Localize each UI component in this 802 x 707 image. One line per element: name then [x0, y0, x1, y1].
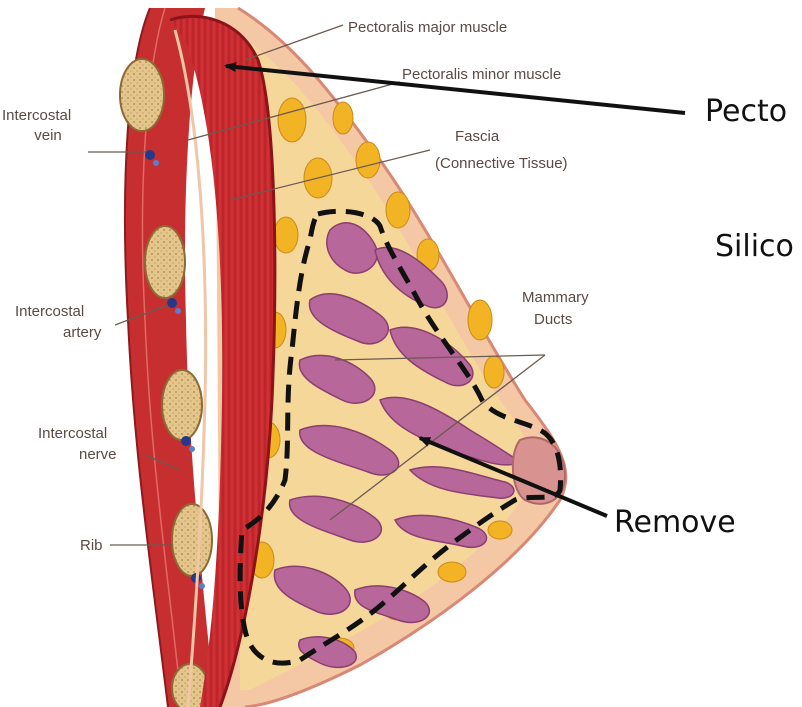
label-fascia-subtitle: (Connective Tissue) — [435, 155, 568, 172]
label-intercostal-artery-2: artery — [63, 324, 102, 341]
label-fascia: Fascia — [455, 128, 500, 145]
label-ducts: Ducts — [534, 311, 572, 328]
label-rib: Rib — [80, 537, 103, 554]
label-pectoralis-minor: Pectoralis minor muscle — [402, 66, 561, 83]
callout-silicone: Silico — [715, 229, 794, 264]
label-intercostal-vein-2: vein — [34, 127, 62, 144]
callout-pectoralis: Pecto — [705, 94, 787, 129]
label-mammary: Mammary — [522, 289, 589, 306]
label-intercostal-vein: Intercostal — [2, 107, 71, 124]
callout-remove: Remove — [614, 505, 736, 540]
label-intercostal-artery: Intercostal — [15, 303, 84, 320]
label-intercostal-nerve-2: nerve — [79, 446, 117, 463]
label-intercostal-nerve: Intercostal — [38, 425, 107, 442]
label-pectoralis-major: Pectoralis major muscle — [348, 19, 507, 36]
